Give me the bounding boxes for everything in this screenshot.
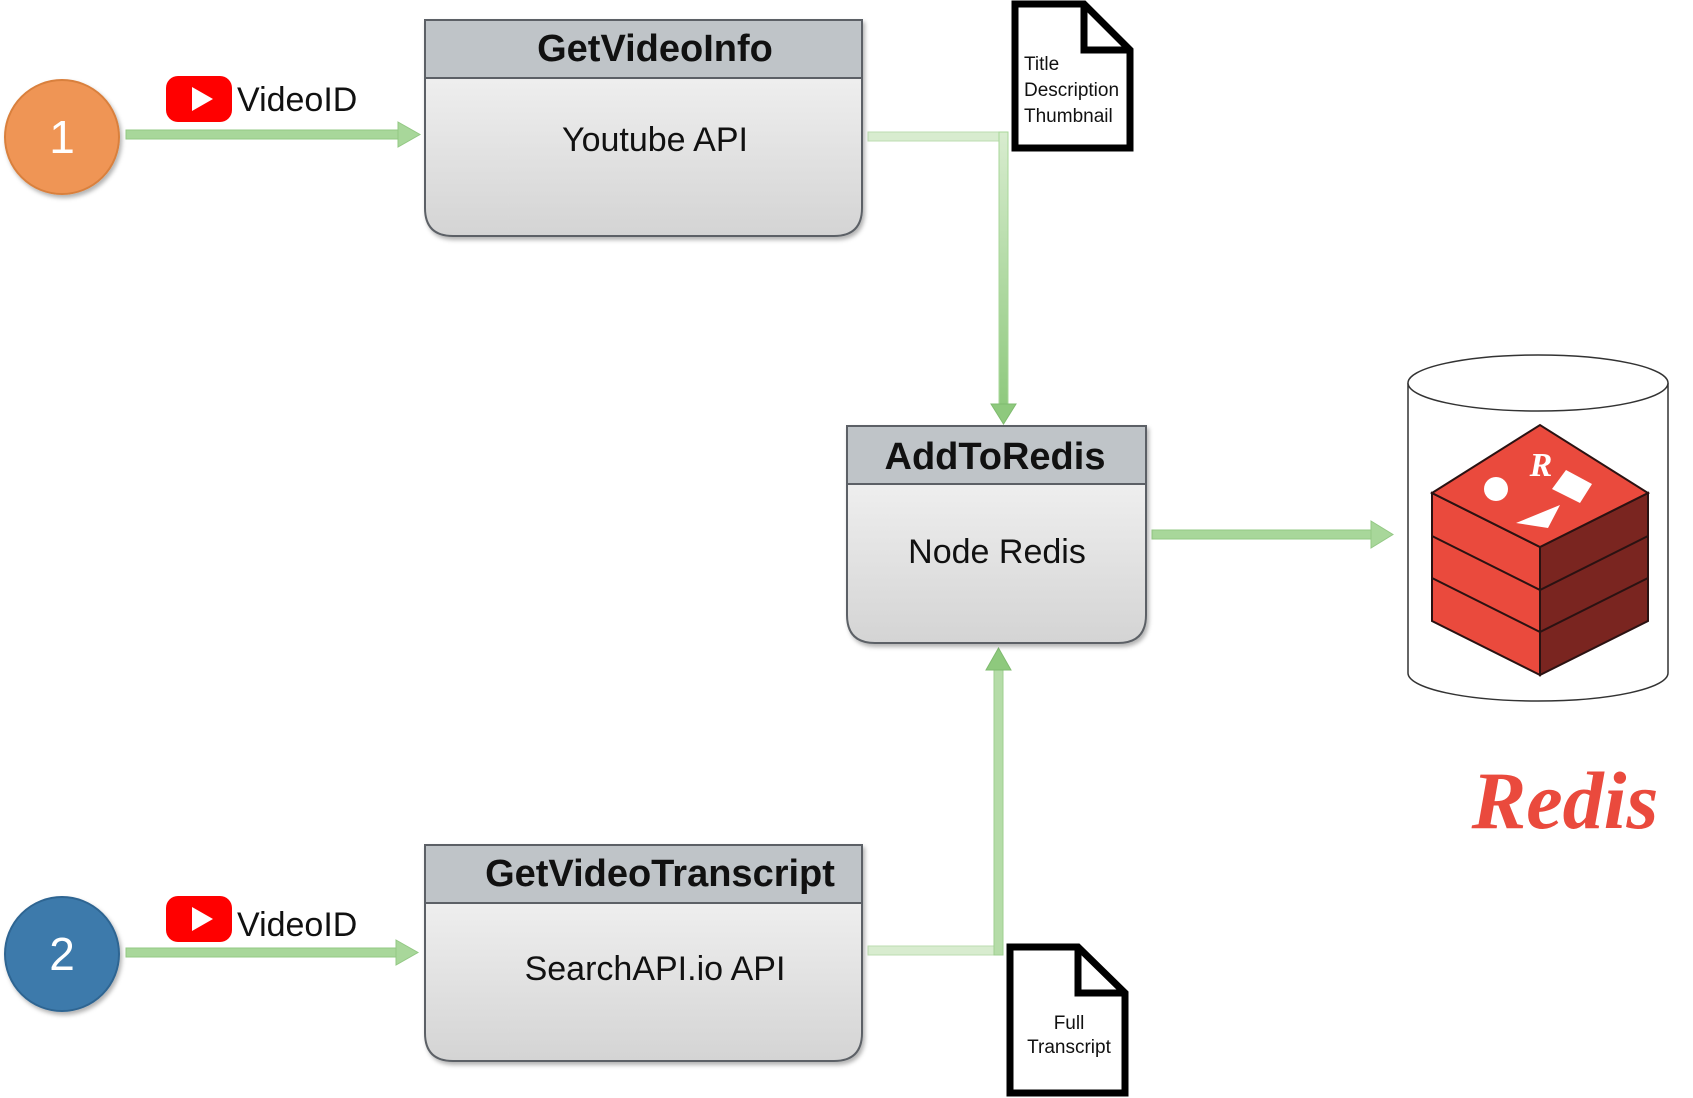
document-icon — [1011, 0, 1134, 152]
redis-logo: Redis — [1471, 755, 1659, 846]
input-2: 2 VideoID — [4, 896, 357, 1012]
doc-line-transcript: Transcript — [1027, 1037, 1111, 1058]
input-1-label: VideoID — [237, 81, 357, 119]
youtube-play-icon — [166, 76, 232, 122]
redis-cube-icon: R — [1429, 423, 1651, 677]
process-getvideoinfo — [424, 19, 863, 237]
connectors — [125, 121, 1394, 966]
youtube-play-icon — [166, 896, 232, 942]
process-addtoredis — [846, 425, 1147, 644]
process-header — [846, 425, 1147, 485]
doc-line-description: Description — [1024, 80, 1119, 101]
getvideotranscript-title: GetVideoTranscript — [485, 853, 835, 895]
getvideoinfo-title: GetVideoInfo — [537, 28, 773, 70]
doc-line-thumbnail: Thumbnail — [1024, 106, 1113, 127]
document-icon — [1006, 943, 1129, 1097]
arrow-getvideoinfo-to-addtoredis — [867, 131, 1017, 425]
doc-line-full: Full — [1054, 1013, 1085, 1034]
process-header — [424, 19, 863, 79]
arrow-getvideotranscript-to-addtoredis — [867, 646, 1012, 956]
process-getvideotranscript — [424, 844, 863, 1062]
arrow-input2-to-getvideotranscript — [125, 939, 420, 966]
addtoredis-body: Node Redis — [908, 533, 1086, 571]
redis-logo-text: Redis — [1471, 755, 1659, 846]
step-2-number: 2 — [49, 928, 75, 980]
input-2-label: VideoID — [237, 906, 357, 944]
step-1-number: 1 — [49, 111, 75, 163]
step-2-circle — [4, 896, 120, 1012]
getvideoinfo-body: Youtube API — [562, 121, 748, 159]
doc-line-title: Title — [1024, 54, 1059, 75]
input-1: 1 VideoID — [4, 76, 357, 195]
addtoredis-title: AddToRedis — [885, 436, 1106, 478]
arrow-addtoredis-to-redis — [1151, 520, 1394, 549]
getvideotranscript-body: SearchAPI.io API — [525, 950, 786, 988]
svg-text:R: R — [1529, 447, 1553, 484]
process-header — [424, 844, 863, 904]
arrow-input1-to-getvideoinfo — [125, 121, 422, 148]
step-1-circle — [4, 79, 120, 195]
